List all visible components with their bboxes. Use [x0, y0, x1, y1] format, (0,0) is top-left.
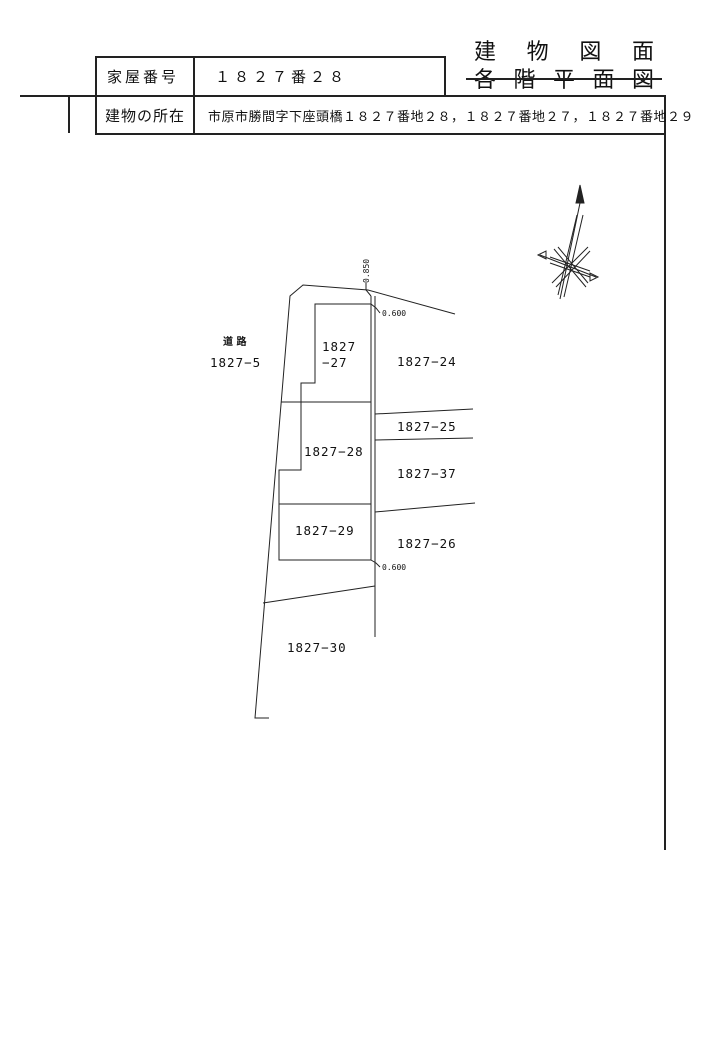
title-char: 物 [526, 40, 549, 65]
lot-label: 1827−30 [287, 640, 347, 655]
dimension-text: 0.600 [382, 309, 406, 318]
table-top-right-border [444, 56, 446, 96]
dimension-leader [370, 559, 381, 568]
lot-label: 1827−29 [295, 523, 355, 538]
table-mid-border [20, 95, 665, 97]
title-char: 図 [579, 40, 602, 65]
lot-label: −27 [322, 355, 348, 370]
title-char: 建 [474, 40, 497, 65]
location-label: 建物の所在 [105, 107, 186, 125]
lot-divider [374, 502, 476, 513]
lot-label: 1827−24 [397, 354, 457, 369]
subtitle-char: 図 [631, 68, 654, 93]
struck-subtitle: 各 階 平 面 図 [474, 62, 654, 94]
location-value: 市原市勝間字下座頭橋１８２７番地２８，１８２７番地２７，１８２７番地２９ [208, 110, 695, 125]
lot-label: 1827−25 [397, 419, 457, 434]
lot-label: 1827−37 [397, 466, 457, 481]
dimension-leader [370, 303, 381, 314]
lot-divider [262, 585, 376, 604]
lot-label: 1827 [322, 339, 356, 354]
road-label: 道 路 [223, 335, 247, 348]
building-outline [278, 303, 371, 561]
north-arrow-compass-icon [536, 184, 600, 300]
drawing-title: 建 物 図 面 [474, 34, 654, 66]
subtitle-char: 平 [552, 68, 575, 93]
subtitle-char: 各 [474, 68, 497, 93]
table-top-border [95, 56, 445, 58]
lot-label: 1827−5 [210, 355, 261, 370]
frame-right-border [664, 95, 666, 850]
subtitle-char: 面 [592, 68, 615, 93]
house-number-value: １８２７番２８ [215, 68, 349, 86]
dimension-text: 0.600 [382, 563, 406, 572]
lot-label: 1827−28 [304, 444, 364, 459]
dimension-text: 0.850 [362, 259, 371, 283]
house-number-label: 家屋番号 [107, 68, 180, 86]
subtitle-char: 階 [513, 68, 536, 93]
left-margin-tick [68, 95, 70, 133]
table-bottom-border [95, 133, 665, 135]
road-boundary [254, 284, 456, 719]
dimension-leader [365, 283, 372, 297]
lot-divider [374, 408, 474, 415]
title-char: 面 [631, 40, 654, 65]
lot-divider [374, 437, 474, 441]
lot-label: 1827−26 [397, 536, 457, 551]
strikethrough-line [466, 78, 662, 80]
